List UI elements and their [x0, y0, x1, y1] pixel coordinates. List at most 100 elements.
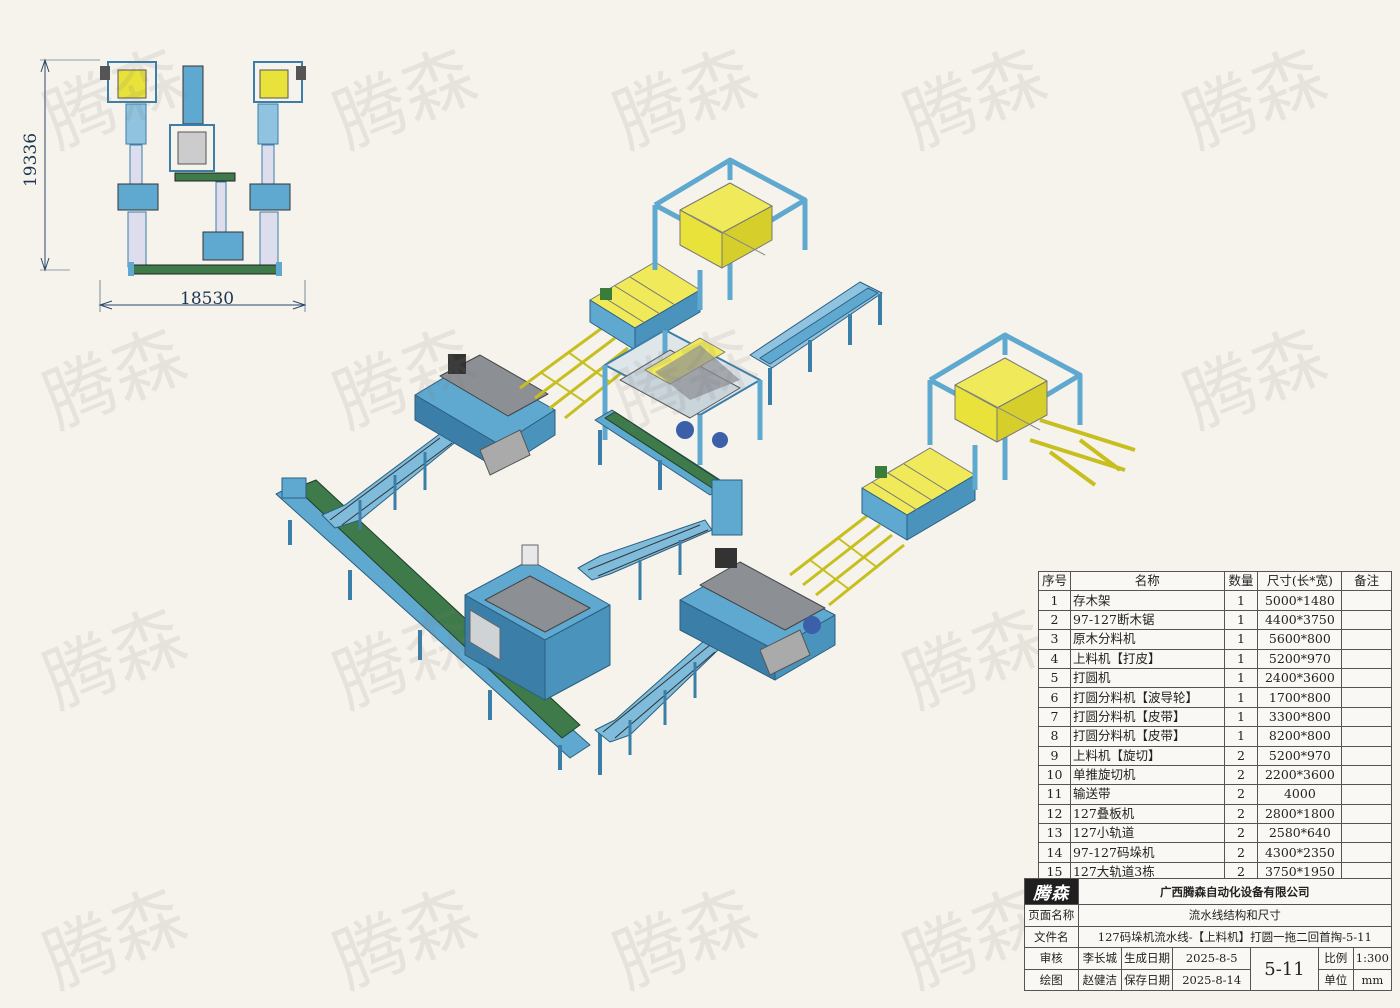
bom-header-note: 备注 — [1341, 570, 1392, 592]
title-block: 腾森 广西腾森自动化设备有限公司 页面名称 流水线结构和尺寸 文件名 127码垛… — [1024, 878, 1393, 991]
bom-no: 2 — [1038, 609, 1071, 631]
bom-size: 2580*640 — [1257, 823, 1343, 844]
small-yellow-rail — [1029, 418, 1136, 487]
bom-name: 127小轨道 — [1069, 823, 1225, 844]
scale-label: 比例 — [1317, 947, 1354, 970]
bom-no: 3 — [1038, 629, 1071, 650]
bom-qty: 2 — [1223, 784, 1259, 805]
bom-name: 97-127断木锯 — [1069, 609, 1225, 631]
bom-qty: 2 — [1223, 764, 1259, 786]
bom-name: 97-127码垛机 — [1069, 842, 1225, 863]
bom-note — [1341, 745, 1392, 766]
bom-no: 12 — [1038, 803, 1071, 825]
file-name-label: 文件名 — [1024, 925, 1079, 948]
bom-note — [1341, 764, 1392, 786]
bom-note — [1341, 823, 1392, 844]
bom-header-size: 尺寸(长*宽) — [1257, 570, 1343, 592]
inclined-conveyor-center — [577, 519, 713, 600]
height-dimension-label: 19336 — [21, 132, 42, 188]
bom-no: 14 — [1038, 842, 1071, 863]
bom-qty: 1 — [1223, 609, 1259, 631]
reviewer: 李长城 — [1077, 947, 1123, 970]
bom-size: 5200*970 — [1257, 648, 1343, 669]
saved-date: 2025-8-14 — [1172, 968, 1252, 991]
bom-no: 10 — [1038, 764, 1071, 786]
bom-qty: 1 — [1223, 687, 1259, 708]
bom-size: 4400*3750 — [1257, 609, 1343, 631]
rounding-machine — [464, 544, 611, 701]
bom-size: 4000 — [1257, 784, 1343, 805]
bom-size: 2800*1800 — [1257, 803, 1343, 825]
company-logo: 腾森 — [1024, 878, 1079, 905]
bom-size: 5600*800 — [1257, 629, 1343, 650]
bom-note — [1341, 648, 1392, 669]
stacker-yellow-top-left — [679, 182, 773, 269]
bom-qty: 2 — [1223, 803, 1259, 825]
bom-name: 单推旋切机 — [1069, 764, 1225, 786]
created-label: 生成日期 — [1121, 947, 1174, 970]
bom-header-row: 序号 名称 数量 尺寸(长*宽) 备注 — [1038, 570, 1392, 592]
saw-conveyor-long — [749, 281, 883, 405]
bom-size: 3300*800 — [1257, 706, 1343, 728]
rotary-lathe-right — [679, 548, 836, 681]
reviewer-label: 审核 — [1024, 947, 1079, 970]
drawing-number: 5-11 — [1250, 947, 1319, 991]
bom-note — [1341, 726, 1392, 747]
bom-no: 5 — [1038, 667, 1071, 689]
feeder-right — [861, 447, 976, 541]
isometric-3d-view — [275, 157, 1136, 775]
bom-no: 1 — [1038, 590, 1071, 611]
stacker-yellow-right — [954, 357, 1048, 443]
unit: mm — [1352, 968, 1393, 991]
bom-note — [1341, 629, 1392, 650]
file-name: 127码垛机流水线-【上料机】打圆一拖二回首掏-5-11 — [1077, 925, 1393, 948]
bom-qty: 2 — [1223, 823, 1259, 844]
bom-name: 127大轨道3栋 — [1069, 861, 1225, 883]
bom-qty: 1 — [1223, 629, 1259, 650]
width-dimension-label: 18530 — [180, 289, 235, 309]
feeder-top-left — [589, 261, 701, 351]
bom-header-name: 名称 — [1069, 570, 1225, 592]
saved-label: 保存日期 — [1121, 968, 1174, 991]
bom-name: 原木分料机 — [1069, 629, 1225, 650]
bom-note — [1341, 784, 1392, 805]
bom-size: 2200*3600 — [1257, 764, 1343, 786]
bom-name: 打圆分料机【皮带】 — [1069, 726, 1225, 747]
bom-no: 4 — [1038, 648, 1071, 669]
scale: 1:300 — [1352, 947, 1393, 970]
bom-size: 8200*800 — [1257, 726, 1343, 747]
bom-name: 输送带 — [1069, 784, 1225, 805]
bom-note — [1341, 842, 1392, 863]
top-view-plan — [40, 58, 307, 312]
bom-name: 打圆分料机【皮带】 — [1069, 706, 1225, 728]
bom-qty: 2 — [1223, 842, 1259, 863]
bom-size: 5200*970 — [1257, 745, 1343, 766]
bom-size: 4300*2350 — [1257, 842, 1343, 863]
bom-name: 127叠板机 — [1069, 803, 1225, 825]
bom-note — [1341, 687, 1392, 708]
unit-label: 单位 — [1317, 968, 1354, 991]
bom-no: 6 — [1038, 687, 1071, 708]
drawer-label: 绘图 — [1024, 968, 1079, 991]
bom-qty: 1 — [1223, 648, 1259, 669]
bom-name: 上料机【打皮】 — [1069, 648, 1225, 669]
page-name: 流水线结构和尺寸 — [1077, 904, 1393, 927]
created-date: 2025-8-5 — [1172, 947, 1252, 970]
bom-header-qty: 数量 — [1223, 570, 1259, 592]
page-name-label: 页面名称 — [1024, 904, 1079, 927]
bom-qty: 1 — [1223, 726, 1259, 747]
